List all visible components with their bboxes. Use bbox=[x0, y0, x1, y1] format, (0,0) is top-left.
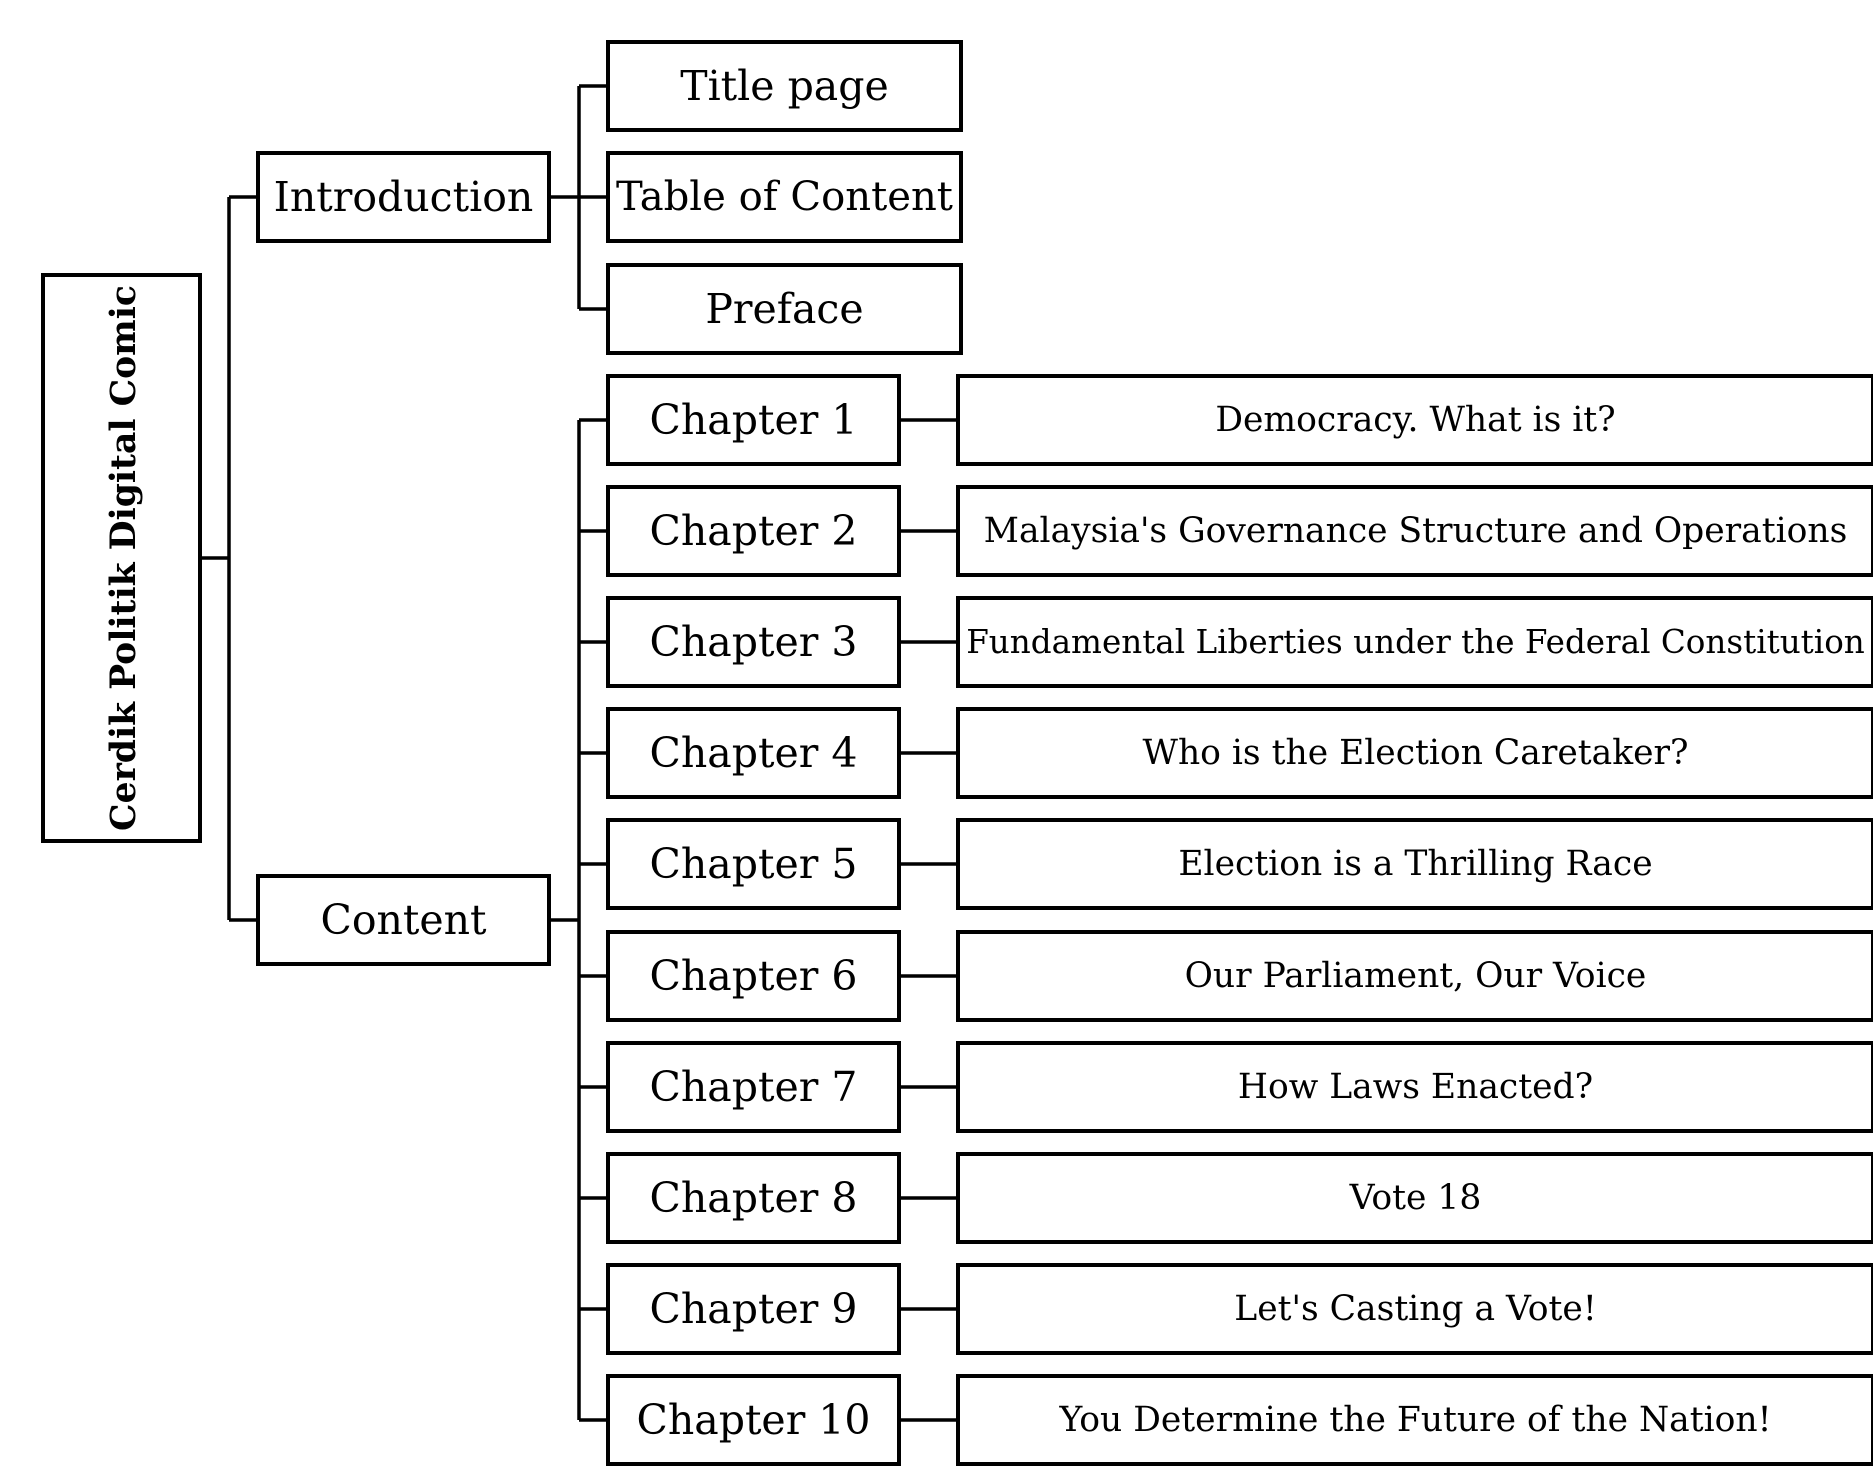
chapter-label-box bbox=[606, 818, 901, 910]
chapter-label-box bbox=[606, 374, 901, 466]
chapter-title: How Laws Enacted? bbox=[1238, 1067, 1593, 1107]
chapter-title-box bbox=[956, 1041, 1873, 1133]
chapter-label: Chapter 2 bbox=[650, 507, 858, 555]
chapter-label: Chapter 5 bbox=[650, 840, 858, 888]
chapter-row-10: Chapter 10 You Determine the Future of th… bbox=[606, 1374, 1873, 1466]
chapter-label: Chapter 6 bbox=[650, 952, 858, 1000]
chapter-title: Democracy. What is it? bbox=[1215, 400, 1615, 440]
connector-lines bbox=[200, 84, 608, 1420]
root-node: Cerdik Politik Digital Comic bbox=[41, 273, 202, 843]
chapter-title-box bbox=[956, 707, 1873, 799]
chapter-title: Election is a Thrilling Race bbox=[1178, 844, 1652, 884]
intro-item-box bbox=[606, 151, 963, 243]
chapter-title: Our Parliament, Our Voice bbox=[1185, 956, 1647, 996]
content-node-box bbox=[256, 874, 551, 966]
chapter-list: Chapter 1 Democracy. What is it? Chapter 2… bbox=[606, 374, 1873, 1466]
chapter-row-7: Chapter 7 How Laws Enacted? bbox=[606, 1041, 1873, 1133]
chapter-connectors bbox=[579, 418, 958, 1422]
intro-item-label: Table of Content bbox=[616, 174, 953, 220]
chapter-label: Chapter 8 bbox=[650, 1174, 858, 1222]
introduction-node: Introduction bbox=[256, 151, 551, 243]
chapter-title-box bbox=[956, 596, 1873, 688]
chapter-label: Chapter 1 bbox=[650, 396, 858, 444]
chapter-label: Chapter 3 bbox=[650, 618, 858, 666]
chapter-label-box bbox=[606, 930, 901, 1022]
chapter-label-box bbox=[606, 1041, 901, 1133]
chapter-row-2: Chapter 2 Malaysia's Governance Structure… bbox=[606, 485, 1873, 577]
chapter-label-box bbox=[606, 485, 901, 577]
chapter-title: Let's Casting a Vote! bbox=[1234, 1289, 1596, 1329]
chapter-row-9: Chapter 9 Let's Casting a Vote! bbox=[606, 1263, 1873, 1355]
chapter-row-8: Chapter 8 Vote 18 bbox=[606, 1152, 1873, 1244]
chapter-title-box bbox=[956, 485, 1873, 577]
chapter-title: Vote 18 bbox=[1349, 1178, 1482, 1218]
chapter-title: Who is the Election Caretaker? bbox=[1142, 733, 1688, 773]
chapter-title-box bbox=[956, 1152, 1873, 1244]
intro-item-label: Preface bbox=[705, 285, 863, 333]
introduction-node-box bbox=[256, 151, 551, 243]
intro-item-box bbox=[606, 263, 963, 355]
chapter-label: Chapter 7 bbox=[650, 1063, 858, 1111]
chapter-label-box bbox=[606, 707, 901, 799]
intro-item-table-of-content: Table of Content bbox=[606, 151, 963, 243]
chapter-label-box bbox=[606, 596, 901, 688]
chapter-title-box bbox=[956, 818, 1873, 910]
chapter-label: Chapter 10 bbox=[636, 1396, 870, 1444]
chapter-label: Chapter 4 bbox=[650, 729, 858, 777]
chapter-label-box bbox=[606, 1374, 901, 1466]
chapter-title: Fundamental Liberties under the Federal … bbox=[966, 623, 1865, 661]
chapter-label: Chapter 9 bbox=[650, 1285, 858, 1333]
chapter-label-box bbox=[606, 1263, 901, 1355]
chapter-title: You Determine the Future of the Nation! bbox=[1058, 1400, 1771, 1440]
chapter-title-box bbox=[956, 930, 1873, 1022]
introduction-node-label: Introduction bbox=[274, 173, 534, 221]
chapter-row-5: Chapter 5 Election is a Thrilling Race bbox=[606, 818, 1873, 910]
chapter-row-4: Chapter 4 Who is the Election Caretaker? bbox=[606, 707, 1873, 799]
chapter-title-box bbox=[956, 1263, 1873, 1355]
root-node-label: Cerdik Politik Digital Comic bbox=[104, 285, 144, 831]
intro-item-label: Title page bbox=[680, 62, 889, 110]
intro-item-preface: Preface bbox=[606, 263, 963, 355]
content-node: Content bbox=[256, 874, 551, 966]
chapter-row-6: Chapter 6 Our Parliament, Our Voice bbox=[606, 930, 1873, 1022]
intro-item-box bbox=[606, 40, 963, 132]
chapter-title-box bbox=[956, 374, 1873, 466]
chapter-title-box bbox=[956, 1374, 1873, 1466]
chapter-row-1: Chapter 1 Democracy. What is it? bbox=[606, 374, 1873, 466]
root-node-box bbox=[41, 273, 202, 843]
chapter-row-3: Chapter 3 Fundamental Liberties under the… bbox=[606, 596, 1873, 688]
chapter-label-box bbox=[606, 1152, 901, 1244]
chapter-title: Malaysia's Governance Structure and Oper… bbox=[984, 511, 1848, 551]
content-node-label: Content bbox=[320, 896, 487, 944]
intro-item-title-page: Title page bbox=[606, 40, 963, 132]
